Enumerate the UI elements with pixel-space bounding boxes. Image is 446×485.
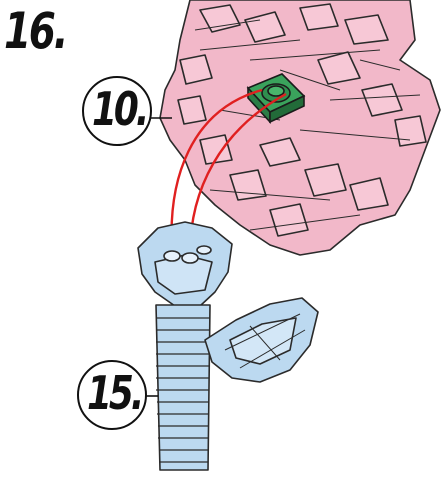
subassembly-callout-15: 15. [77,360,147,430]
subassembly-label-10: 10. [92,86,146,132]
subassembly-label-15: 15. [87,370,141,416]
subassembly-callout-10: 10. [82,76,152,146]
blue-stem-subassembly [138,222,318,470]
step-number: 16. [4,6,66,56]
